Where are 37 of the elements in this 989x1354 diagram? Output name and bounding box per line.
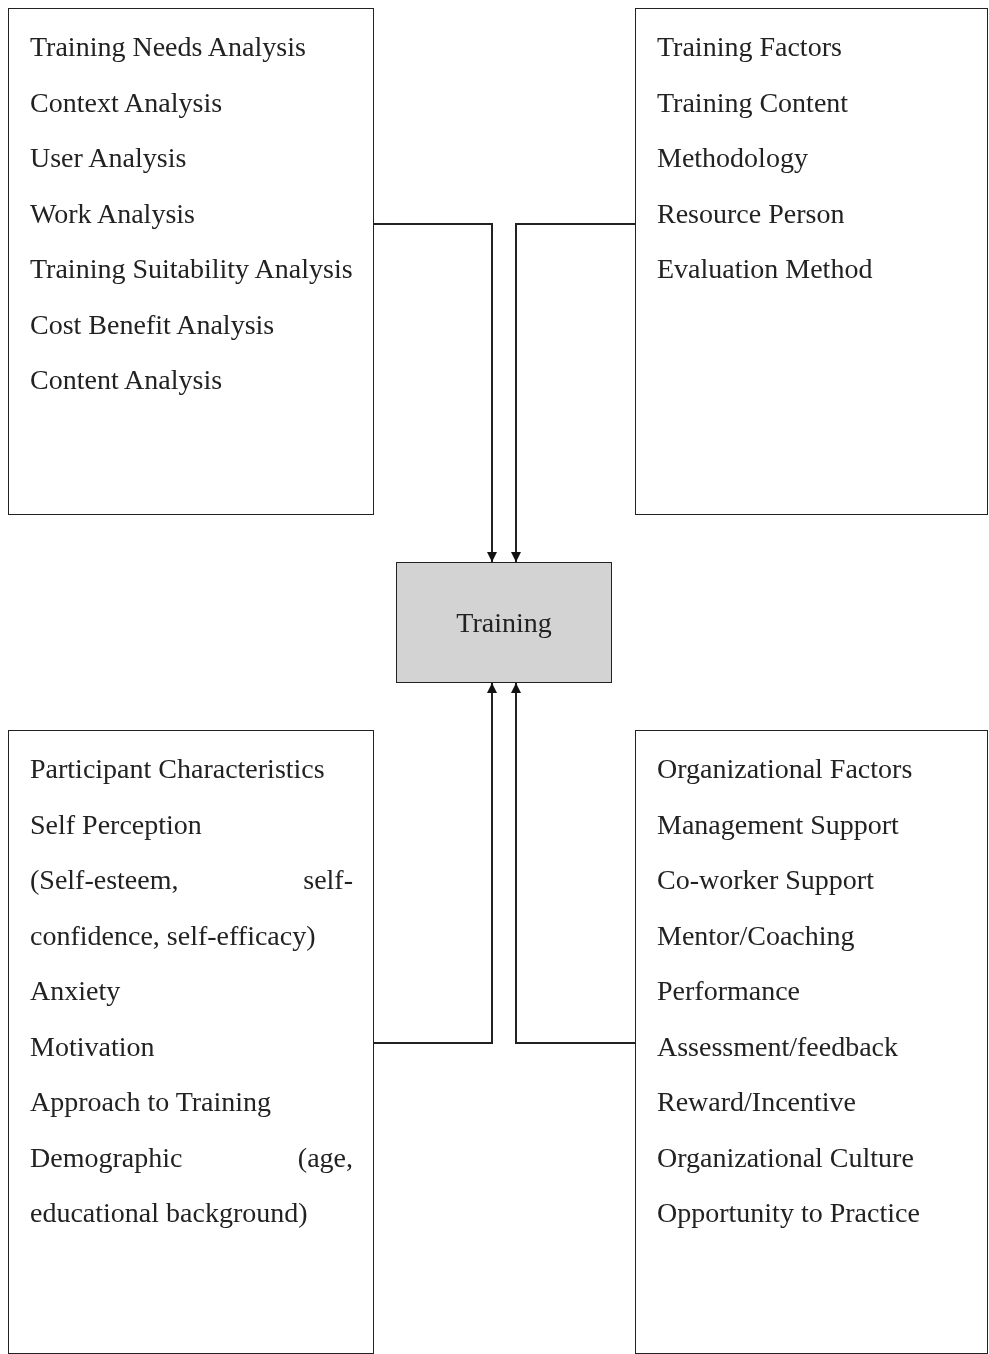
arrow [373,223,497,563]
box-label: Training [456,605,552,640]
list-item: Training Factors [657,30,843,64]
list-item: Demographic (age, educational background) [30,1140,353,1230]
arrow [511,223,636,563]
list-item: Evaluation Method [657,252,874,286]
process-box [396,562,612,683]
list-box [635,730,988,1354]
list-item: Motivation [30,1029,156,1064]
list-item: Opportunity to Practice [657,1196,921,1230]
list-item: Anxiety [30,974,122,1008]
list-item: Organizational Culture [657,1140,915,1175]
list-item: Co-worker Support [657,863,875,897]
list-item: Resource Person [657,196,846,231]
list-item: Training Needs Analysis [30,30,307,64]
list-item: Approach to Training [30,1085,273,1119]
list-item: Reward/Incentive [657,1085,858,1119]
list-item: (Self-esteem, self-confidence, self-efficacy) [30,863,353,953]
list-item: Training Suitability Analysis [30,252,353,286]
list-item: Context Analysis [30,85,224,120]
list-item: Performance Assessment/feedback [657,974,900,1064]
arrow [373,682,497,1044]
list-item: Work Analysis [30,196,196,231]
list-item: Organizational Factors [657,752,914,786]
arrow [511,682,636,1044]
list-item: Management Support [657,807,900,842]
list-box [635,8,988,515]
list-item: Methodology [657,141,809,175]
list-item: Content Analysis [30,363,224,397]
list-item: User Analysis [30,141,188,175]
list-item: Self Perception [30,807,203,842]
list-item: Mentor/Coaching [657,918,856,953]
list-box [8,8,374,515]
list-box [8,730,374,1354]
list-item: Training Content [657,85,850,120]
list-item: Cost Benefit Analysis [30,307,276,342]
list-item: Participant Characteristics [30,752,326,786]
